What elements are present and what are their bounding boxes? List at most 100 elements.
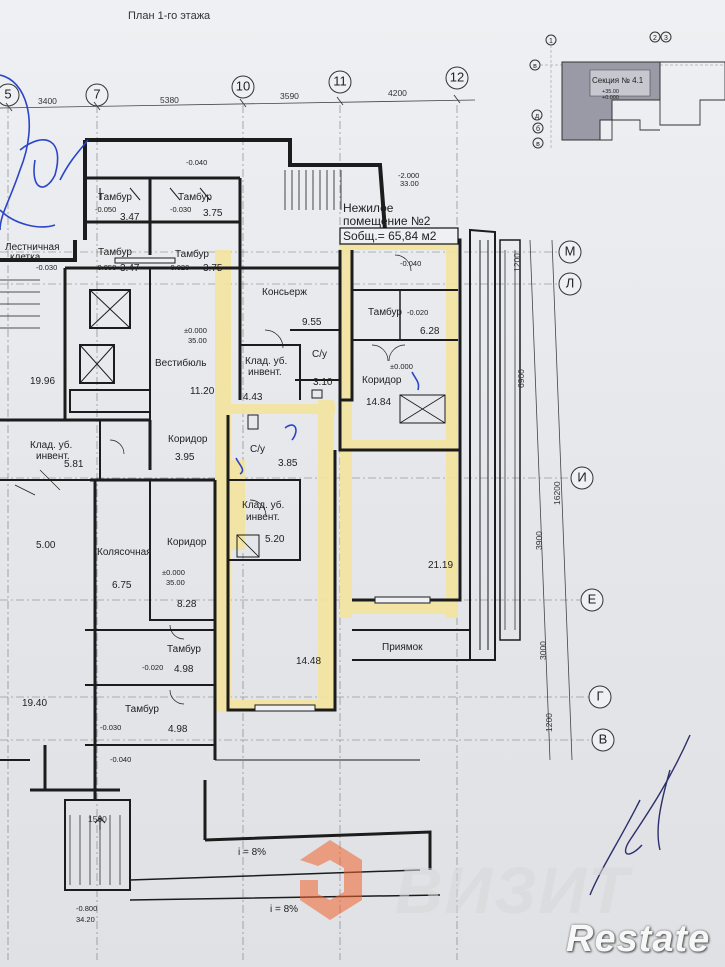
corridor-1-area: 3.95 [175, 452, 195, 463]
level-tambur-1b: -0.030 [170, 205, 191, 214]
room-500-area: 5.00 [36, 540, 56, 551]
stair-left-label-2: клетка [10, 252, 41, 263]
big-right-area: 21.19 [428, 560, 453, 571]
su-1-label: С/у [312, 349, 327, 360]
walls [0, 138, 521, 901]
kolyas-area: 6.75 [112, 580, 132, 591]
dim-right-5: 3000 [538, 641, 548, 660]
dim-right-6: 1200 [544, 713, 554, 732]
tambur-c-label: Тамбур [98, 246, 132, 258]
axis-label-12: 12 [450, 69, 464, 84]
axis-bubble-L [558, 272, 582, 296]
brand-logo: Restate [566, 918, 711, 960]
ramp-slope-1: i = 8% [238, 847, 266, 858]
level-tambur-low: -0.020 [142, 663, 163, 672]
tambur-a-area: 3.47 [120, 212, 140, 223]
klad-1-label-2: инвент. [248, 367, 282, 378]
dim-right-4: 3900 [534, 531, 544, 550]
tambur-a-label: Тамбур [98, 191, 132, 203]
su-2-area: 3.85 [278, 458, 298, 469]
room-1448-area: 14.48 [296, 656, 321, 667]
axis-bubble-10 [231, 75, 255, 99]
left-big-area: 19.96 [30, 376, 55, 387]
axis-bubble-V [591, 728, 615, 752]
dim-top-2: 5380 [160, 95, 179, 105]
ramp-slope-2: i = 8% [270, 904, 298, 915]
room-labels: Тамбур 3.47 Тамбур 3.75 Тамбур 3.47 Тамб… [5, 191, 453, 915]
dim-top-4: 4200 [388, 88, 407, 98]
key-section-level-2: +0.000 [602, 95, 619, 101]
dim-bottom-1: 1500 [88, 814, 107, 824]
key-axis-b-label: д [535, 113, 539, 120]
nz-tambur-label: Тамбур [368, 306, 402, 318]
tambur-low2-area: 4.98 [168, 724, 188, 735]
level-mid-1: ±0.000 [162, 568, 185, 577]
tambur-d-area: 3.75 [203, 263, 223, 274]
kolyas-label: Колясочная [97, 547, 152, 558]
klad-left-area: 5.81 [64, 459, 84, 470]
top-dimensions: 3400 5380 3590 4200 [0, 88, 476, 112]
axis-bubble-E [580, 588, 604, 612]
watermark-logo-icon [300, 840, 362, 920]
premises-title-2: помещение №2 [343, 214, 431, 228]
key-axis-3 [660, 31, 672, 43]
corridor-1-label: Коридор [168, 434, 208, 445]
premises-caption: Нежилое помещение №2 Sобщ.= 65,84 м2 [339, 201, 459, 245]
key-axis-c [532, 122, 544, 134]
key-axis-c-label: б [536, 125, 540, 133]
konsierzh-label: Консьерж [262, 287, 307, 298]
corridor-2-area: 8.28 [177, 599, 197, 610]
corridor-2-label: Коридор [167, 537, 207, 548]
dim-right-1: 1200 [512, 253, 522, 272]
axis-bubble-12 [445, 66, 469, 90]
tambur-low2-label: Тамбур [125, 703, 159, 715]
key-adjacent-building [659, 61, 725, 126]
dim-right-2: 6900 [516, 369, 526, 388]
axis-label-E: Е [588, 591, 597, 606]
key-axis-d-label: в [536, 141, 540, 148]
tambur-low-label: Тамбур [167, 643, 201, 655]
level-entry-low: -0.040 [110, 755, 131, 764]
key-axis-d [532, 137, 544, 149]
handwriting-marks [0, 74, 420, 475]
klad-mid-label-2: инвент. [246, 512, 280, 523]
axis-grid [0, 105, 595, 960]
signature-scribble [589, 734, 691, 896]
key-axis-2 [649, 31, 661, 43]
vestibule-area: 11.20 [190, 386, 215, 397]
axis-label-G: Г [596, 688, 603, 703]
key-axis-b [531, 109, 543, 121]
axis-label-V: В [599, 731, 608, 746]
level-stair-1: -2.000 [398, 171, 419, 180]
key-plan: 1 2 3 в д б в Секция № 4.1 +35.00 +0.000 [529, 31, 725, 150]
axis-label-I: И [577, 469, 586, 484]
axis-label-L: Л [566, 275, 575, 290]
nz-corridor-area: 14.84 [366, 397, 391, 408]
level-nz-corridor: ±0.000 [390, 362, 413, 371]
level-top: -0.040 [186, 158, 207, 167]
level-left-1: -0.030 [36, 263, 57, 272]
su-2-label: С/у [250, 444, 265, 455]
su-1-area: 3.10 [313, 377, 333, 388]
axis-label-M: М [565, 243, 576, 258]
dim-right-3: 16200 [552, 481, 562, 505]
axis-bubble-G [588, 685, 612, 709]
key-section-label: Секция № 4.1 [592, 76, 644, 85]
top-axes: 5 7 10 11 12 [0, 66, 469, 107]
klad-mid-label-1: Клад. уб. [242, 499, 284, 511]
axis-label-7: 7 [93, 86, 100, 101]
tambur-d-label: Тамбур [175, 248, 209, 260]
level-marks: -0.040 -2.000 33.00 -0.050 -0.030 -0.050… [36, 158, 428, 924]
dim-top-1: 3400 [38, 96, 57, 106]
vestibule-label: Вестибюль [155, 357, 206, 369]
key-axis-3-label: 3 [664, 35, 668, 42]
nz-tambur-area: 6.28 [420, 326, 440, 337]
level-tambur-2a: -0.050 [95, 263, 116, 272]
axis-bubble-I [570, 466, 594, 490]
plan-title: План 1-го этажа [128, 10, 211, 22]
dim-top-3: 3590 [280, 91, 299, 101]
axis-label-11: 11 [333, 73, 347, 88]
premises-area: Sобщ.= 65,84 м2 [343, 229, 437, 243]
